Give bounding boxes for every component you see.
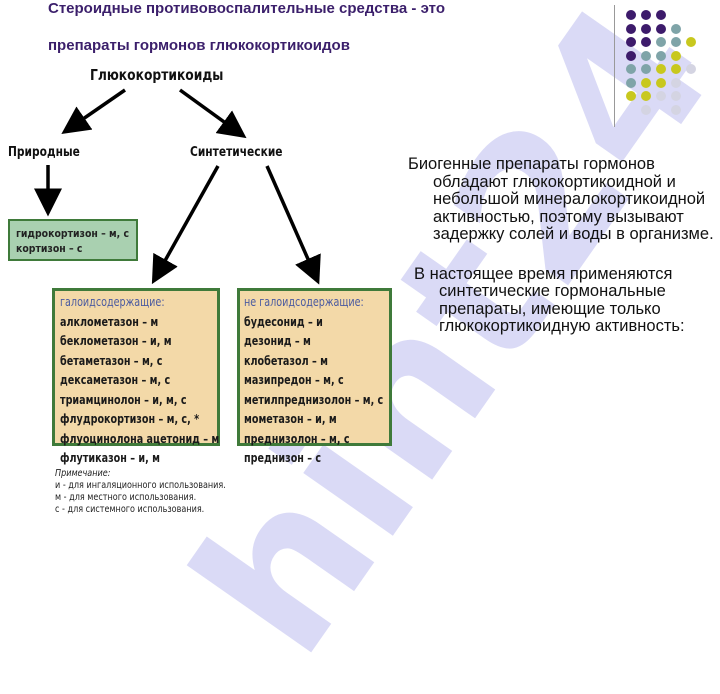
drug-item: мазипредон – м, с [244,373,344,387]
decor-dot [656,91,666,101]
drug-item: флутиказон – и, м [60,451,160,465]
decor-dot [626,64,636,74]
halogen-header: галоидсодержащие: [60,295,165,309]
decor-dot [671,50,681,61]
natural-label: Природные [8,145,80,160]
decor-dot [641,104,651,115]
drug-item: преднизон – с [244,451,322,465]
decor-dot [671,64,681,74]
drug-item: триамцинолон – и, м, с [60,392,187,407]
drug-item: бетаметазон – м, с [60,353,163,368]
drug-item: мометазон – и, м [244,412,337,426]
decor-line [614,5,615,127]
drug-item: беклометазон – и, м [60,334,172,348]
decor-dot [641,50,651,61]
decor-dot [626,10,636,20]
nonhalogen-box: не галоидсодержащие: будесонид – и дезон… [237,288,392,465]
drug-item: преднизолон – м, с [244,431,350,446]
decor-dot [626,91,636,101]
decor-dot [686,64,696,74]
title-line-1: Стероидные противовоспалительные средств… [48,0,445,17]
note-line: и - для ингаляционного использования. [55,480,226,491]
arrow [61,88,126,134]
body-text: Биогенные препараты гормонов обладают гл… [408,155,718,336]
decor-dot [656,50,666,61]
decor-dot [671,23,681,34]
decor-dot [656,37,666,47]
drug-item: дезонид – м [244,334,311,348]
paragraph-synthetic: В настоящее время применяются синтетичес… [414,264,685,335]
decor-dot [656,64,666,74]
note-line: с - для системного использования. [55,504,205,515]
decor-dot [671,91,681,101]
decor-dot [686,37,696,47]
decor-dot [656,23,666,34]
root-label: Глюкокортикоиды [90,66,224,84]
decor-dot [641,91,651,101]
decor-dot [626,23,636,34]
paragraph-biogenic: Биогенные препараты гормонов обладают гл… [408,155,714,243]
decor-dot [626,77,636,88]
decor-dot [641,64,651,74]
decor-dot [641,77,651,88]
decor-dot [641,10,651,20]
decor-dot [626,50,636,61]
drug-item: флудрокортизон – м, с, * [60,412,200,426]
decor-dot [671,37,681,47]
arrow [265,165,321,285]
note-line: м - для местного использования. [55,492,197,503]
note: Примечание: и - для ингаляционного испол… [55,468,256,516]
diagram-arrows [34,88,321,285]
title-line-2: препараты гормонов глюкокортикоидов [48,37,350,54]
note-heading: Примечание: [55,468,111,479]
decor-dot [671,104,681,115]
decor-dot [626,37,636,47]
decor-dot [656,10,666,20]
drug-item: метилпреднизолон – м, с [244,392,384,407]
arrow [151,165,220,285]
decor-dot [641,23,651,34]
drug-item: клобетазол – м [244,353,328,368]
arrow [178,88,247,139]
drug-item: флуоцинолона ацетонид – м [60,431,220,446]
natural-item: кортизон – с [16,242,83,255]
halogen-box: галоидсодержащие: алклометазон – м бекло… [52,288,220,465]
drug-item: дексаметазон – м, с [60,373,171,387]
natural-item: гидрокортизон – м, с [16,227,130,240]
decor-dot [641,37,651,47]
nonhalogen-header: не галоидсодержащие: [244,295,364,309]
natural-box: гидрокортизон – м, с кортизон – с [8,219,138,261]
decor-dot [671,77,681,88]
drug-item: будесонид – и [244,314,323,329]
drug-item: алклометазон – м [60,314,159,329]
decor-dot [656,77,666,88]
synthetic-label: Синтетические [190,145,283,160]
